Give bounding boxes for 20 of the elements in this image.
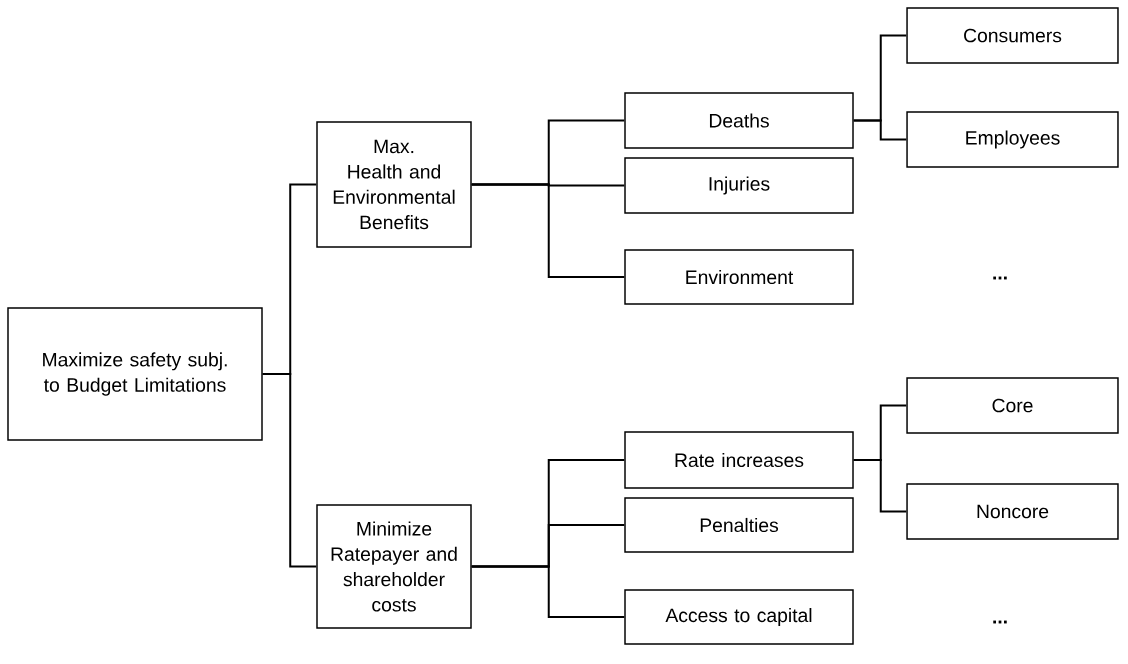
box: Access to capital [624, 589, 854, 645]
box: Injuries [624, 157, 854, 214]
box: Max. Health and Environmental Benefits [316, 121, 472, 248]
box: Core [906, 377, 1119, 434]
ellipsis: ... [993, 276, 1007, 280]
connector [470, 183, 626, 278]
connector [261, 373, 318, 568]
connector [470, 565, 626, 618]
box: Environment [624, 249, 854, 305]
box: Deaths [624, 92, 854, 149]
connector [852, 119, 908, 141]
ellipsis: ... [993, 620, 1007, 624]
box: Penalties [624, 497, 854, 553]
box: Maximize safety subj. to Budget Limitations [7, 307, 263, 441]
box: Minimize Ratepayer and shareholder costs [316, 504, 472, 629]
box: Employees [906, 111, 1119, 168]
box: Consumers [906, 7, 1119, 64]
connector [852, 459, 908, 513]
box: Noncore [906, 483, 1119, 540]
box: Rate increases [624, 431, 854, 489]
